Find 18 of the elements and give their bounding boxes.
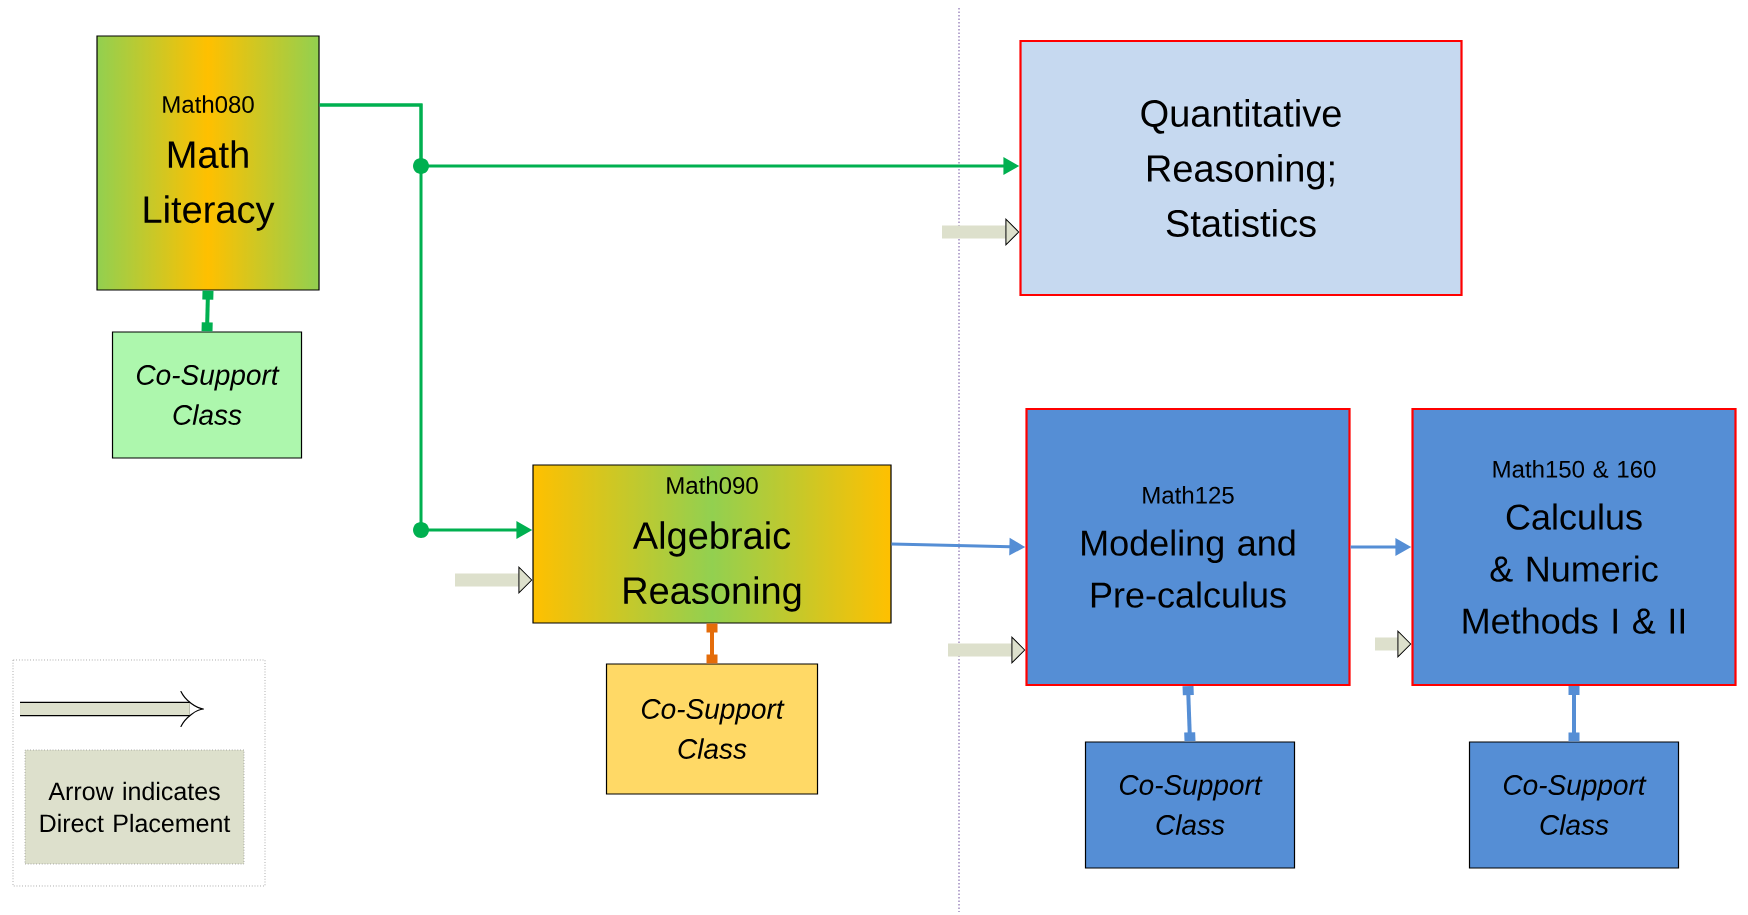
course-box: Quantitative Reasoning; Statistics: [1019, 39, 1463, 297]
placement-arrow: [948, 636, 1026, 664]
course-box: Math125 Modeling and Pre-calculus: [1025, 407, 1351, 687]
support-link: [1568, 686, 1580, 742]
course-box: Math150 & 160 Calculus & Numeric Methods I & II: [1411, 407, 1737, 687]
placement-arrow: [942, 218, 1020, 246]
course-box: Math080 Math Literacy: [96, 35, 320, 291]
support-link: [706, 623, 718, 664]
placement-arrow: [455, 566, 533, 594]
support-class-box: Co-Support Class: [605, 663, 819, 795]
course-box: Math090 Algebraic Reasoning: [532, 464, 892, 624]
legend-box: Arrow indicates Direct Placement: [24, 749, 245, 865]
placement-arrow: [1375, 630, 1412, 658]
support-link: [1182, 685, 1196, 742]
support-class-box: Co-Support Class: [1084, 741, 1296, 869]
support-link: [201, 290, 214, 332]
support-class-box: Co-Support Class: [111, 331, 303, 459]
support-class-box: Co-Support Class: [1468, 741, 1680, 869]
